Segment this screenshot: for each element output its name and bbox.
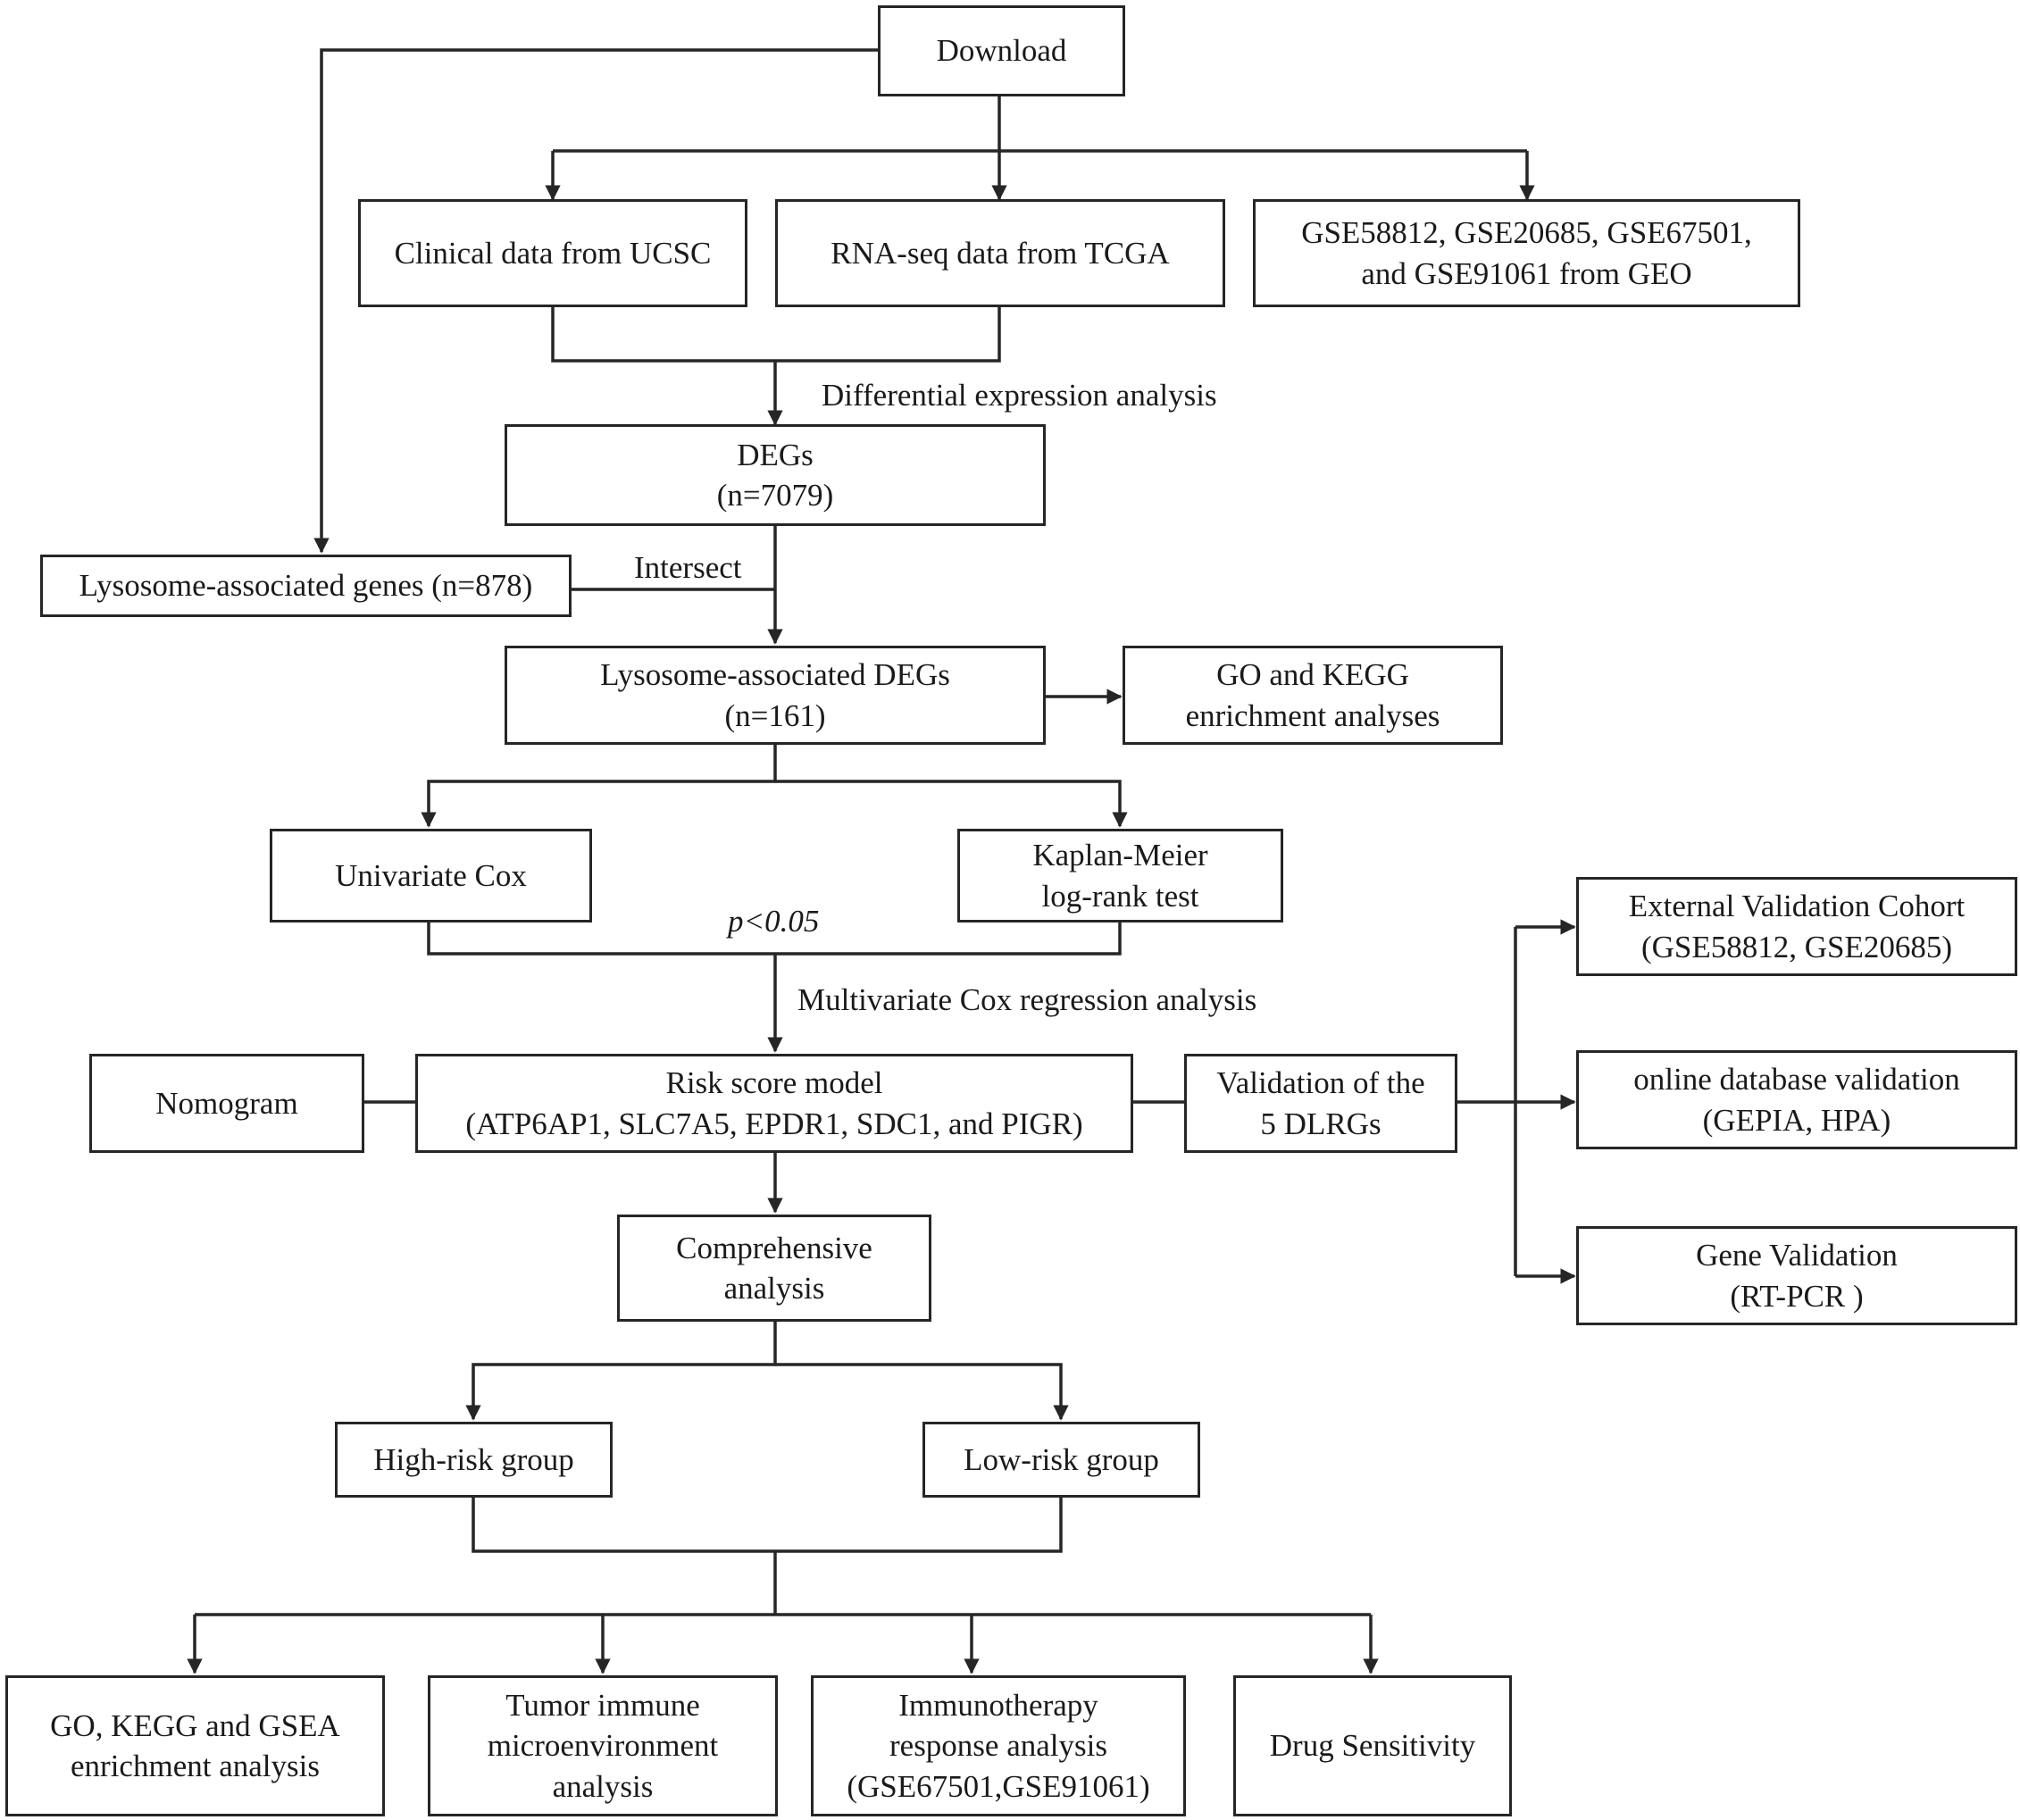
edge-to-low-risk <box>775 1363 1069 1421</box>
differential-expression-label: Differential expression analysis <box>822 378 1217 413</box>
edge-download-to-lysosome-genes <box>313 48 878 554</box>
gene-validation-box: Gene Validation (RT-PCR ) <box>1576 1226 2017 1325</box>
node-text: External Validation Cohort <box>1628 889 1966 923</box>
external-validation-box: External Validation Cohort (GSE58812, GS… <box>1576 877 2017 976</box>
node-text: (n=161) <box>724 697 826 733</box>
edge-to-km <box>775 780 1128 828</box>
nomogram-box: Nomogram <box>89 1054 364 1153</box>
online-database-validation-box: online database validation (GEPIA, HPA) <box>1576 1050 2017 1149</box>
edge-comprehensive-split <box>465 1322 777 1421</box>
node-text: analysis <box>552 1768 654 1804</box>
node-text: Drug Sensitivity <box>1269 1728 1476 1764</box>
lysosome-degs-box: Lysosome-associated DEGs (n=161) <box>505 646 1046 745</box>
node-text: response analysis <box>889 1728 1107 1764</box>
comprehensive-analysis-box: Comprehensive analysis <box>617 1215 931 1322</box>
edge-risk-groups-merge <box>472 1498 1063 1553</box>
node-text: GSE58812, GSE20685, GSE67501, <box>1301 215 1752 250</box>
node-text: 5 DLRGs <box>1260 1106 1381 1141</box>
go-kegg-box: GO and KEGG enrichment analyses <box>1123 646 1503 745</box>
univariate-cox-box: Univariate Cox <box>270 829 592 923</box>
node-text: (ATP6AP1, SLC7A5, EPDR1, SDC1, and PIGR) <box>465 1106 1083 1141</box>
low-risk-group-box: Low-risk group <box>922 1422 1200 1498</box>
tumor-immune-box: Tumor immune microenvironment analysis <box>428 1675 778 1816</box>
high-risk-group-box: High-risk group <box>335 1422 613 1498</box>
node-text: GO and KEGG <box>1216 657 1409 692</box>
node-text: (GSE58812, GSE20685) <box>1640 929 1953 964</box>
validation-5-dlrgs-box: Validation of the 5 DLRGs <box>1184 1054 1457 1153</box>
rnaseq-data-box: RNA-seq data from TCGA <box>775 199 1225 307</box>
edge-lysosome-degs-split <box>421 745 777 828</box>
node-text: Lysosome-associated genes (n=878) <box>79 568 533 604</box>
node-text: Kaplan-Meier <box>1032 838 1208 872</box>
intersect-label: Intersect <box>634 550 742 585</box>
lysosome-genes-box: Lysosome-associated genes (n=878) <box>40 555 572 617</box>
node-text: microenvironment <box>487 1728 719 1764</box>
node-text: Lysosome-associated DEGs <box>600 657 950 692</box>
risk-score-model-box: Risk score model (ATP6AP1, SLC7A5, EPDR1… <box>415 1054 1133 1153</box>
clinical-data-box: Clinical data from UCSC <box>358 199 747 307</box>
node-text: (GEPIA, HPA) <box>1702 1102 1891 1138</box>
node-text: Comprehensive <box>676 1230 872 1265</box>
node-text: enrichment analyses <box>1185 697 1440 733</box>
node-text: and GSE91061 from GEO <box>1361 255 1692 291</box>
node-text: (RT-PCR ) <box>1730 1278 1864 1314</box>
kaplan-meier-box: Kaplan-Meier log-rank test <box>957 829 1283 923</box>
node-text: Download <box>936 33 1067 69</box>
drug-sensitivity-box: Drug Sensitivity <box>1233 1675 1512 1816</box>
node-text: Risk score model <box>665 1065 883 1100</box>
node-text: Univariate Cox <box>335 857 527 893</box>
node-text: Gene Validation <box>1696 1238 1898 1273</box>
node-text: online database validation <box>1633 1062 1960 1097</box>
multivariate-cox-label: Multivariate Cox regression analysis <box>797 982 1257 1017</box>
p-value-label: p<0.05 <box>728 904 820 939</box>
node-text: Nomogram <box>155 1085 298 1121</box>
node-text: Tumor immune <box>505 1687 700 1723</box>
download-box: Download <box>878 5 1125 96</box>
node-text: enrichment analysis <box>71 1749 320 1783</box>
node-text: Immunotherapy <box>898 1687 1098 1723</box>
edge-sources-merge <box>551 307 1001 363</box>
node-text: Low-risk group <box>964 1441 1159 1477</box>
node-text: log-rank test <box>1041 878 1199 914</box>
node-text: RNA-seq data from TCGA <box>831 235 1170 271</box>
degs-box: DEGs (n=7079) <box>505 424 1046 526</box>
node-text: Clinical data from UCSC <box>394 235 712 271</box>
node-text: (n=7079) <box>716 478 834 513</box>
node-text: GO, KEGG and GSEA <box>50 1707 340 1743</box>
immunotherapy-box: Immunotherapy response analysis (GSE6750… <box>811 1675 1186 1816</box>
node-text: High-risk group <box>373 1441 574 1477</box>
geo-data-box: GSE58812, GSE20685, GSE67501, and GSE910… <box>1253 199 1800 307</box>
node-text: DEGs <box>737 437 814 472</box>
go-kegg-gsea-box: GO, KEGG and GSEA enrichment analysis <box>5 1675 385 1816</box>
node-text: Validation of the <box>1216 1065 1425 1100</box>
node-text: analysis <box>723 1271 825 1306</box>
node-text: (GSE67501,GSE91061) <box>847 1768 1150 1804</box>
